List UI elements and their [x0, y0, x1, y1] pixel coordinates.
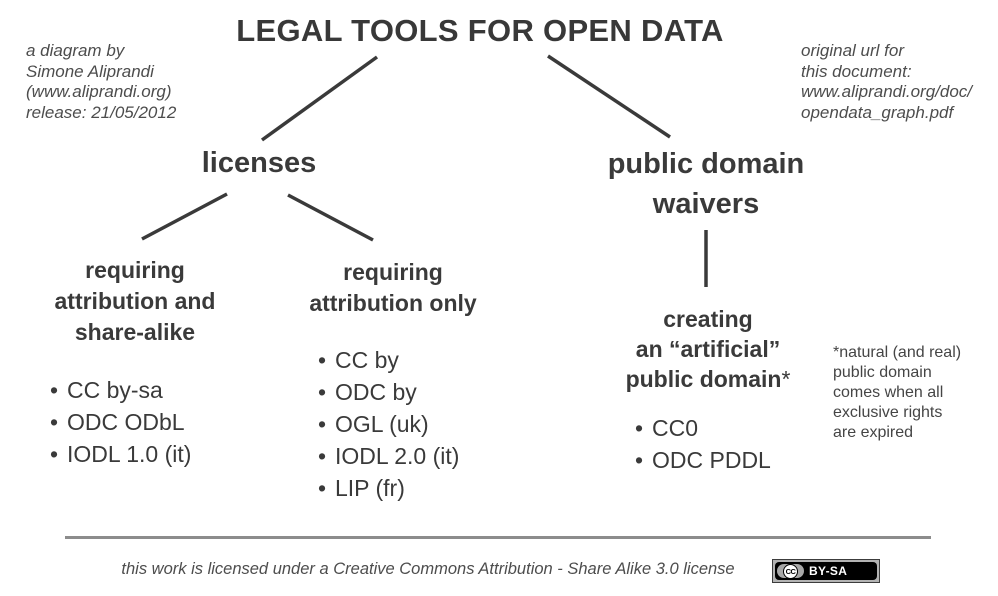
- source-url-note: original url for this document: www.alip…: [801, 41, 972, 123]
- separator-line: [65, 536, 931, 539]
- list-item: • CC by: [318, 344, 459, 376]
- license-name: CC by: [335, 347, 399, 373]
- list-item: • CC by-sa: [50, 374, 191, 406]
- list-item: • CC0: [635, 412, 771, 444]
- bullet-icon: •: [635, 415, 644, 441]
- footnote-asterisk: *: [781, 366, 791, 392]
- license-list-share-alike: • CC by-sa • ODC ODbL • IODL 1.0 (it): [50, 374, 191, 470]
- node-public-domain-waivers: public domain waivers: [566, 144, 846, 224]
- list-item: • IODL 2.0 (it): [318, 440, 459, 472]
- license-list-attribution-only: •CC by •ODC by •OGL (uk) •IODL 2.0 (it) …: [318, 344, 459, 504]
- footer-license-text: this work is licensed under a Creative C…: [121, 560, 735, 578]
- natural-public-domain-footnote: *natural (and real) public domain comes …: [833, 343, 961, 443]
- license-name: CC0: [652, 415, 699, 441]
- credit-line: Simone Aliprandi: [26, 61, 154, 81]
- cc-logo-icon: CC: [783, 563, 798, 579]
- list-item: • IODL 1.0 (it): [50, 438, 191, 470]
- bullet-icon: •: [635, 447, 644, 473]
- heading-line: requiring: [85, 257, 185, 283]
- heading-line: attribution and: [54, 288, 216, 314]
- heading-line: creating: [663, 306, 753, 332]
- bullet-icon: •: [318, 379, 327, 405]
- branch-heading-artificial-public-domain: creating an “artificial” public domain*: [583, 304, 833, 394]
- license-name: ODC PDDL: [652, 447, 771, 473]
- source-line: opendata_graph.pdf: [801, 102, 954, 122]
- cc-by-sa-badge[interactable]: CC BY-SA: [772, 559, 880, 583]
- node-licenses: licenses: [201, 147, 317, 179]
- list-item: • LIP (fr): [318, 472, 459, 504]
- badge-label: BY-SA: [809, 564, 848, 578]
- license-name: OGL (uk): [335, 411, 429, 437]
- footnote-line: comes when all: [833, 384, 944, 401]
- list-item: • OGL (uk): [318, 408, 459, 440]
- footnote-line: are expired: [833, 424, 914, 441]
- bullet-icon: •: [50, 409, 59, 435]
- credit-note: a diagram by Simone Aliprandi (www.alipr…: [26, 41, 176, 123]
- cc-logo-pill: CC: [777, 563, 804, 579]
- bullet-icon: •: [318, 347, 327, 373]
- license-name: ODC ODbL: [67, 409, 185, 435]
- bullet-icon: •: [318, 443, 327, 469]
- node-waivers-line: public domain: [607, 148, 805, 180]
- license-name: IODL 1.0 (it): [67, 441, 192, 467]
- license-name: CC by-sa: [67, 377, 163, 403]
- license-name: IODL 2.0 (it): [335, 443, 460, 469]
- heading-line: share-alike: [74, 319, 196, 345]
- footnote-line: public domain: [833, 364, 932, 381]
- connector-title-licenses: [260, 55, 379, 142]
- connector-title-waivers: [547, 54, 671, 139]
- connector-licenses-attribution-only: [287, 193, 374, 242]
- diagram-title: LEGAL TOOLS FOR OPEN DATA: [236, 13, 724, 48]
- bullet-icon: •: [50, 377, 59, 403]
- license-list-artificial-public-domain: • CC0 • ODC PDDL: [635, 412, 771, 476]
- branch-heading-attribution-only: requiring attribution only: [268, 257, 518, 319]
- list-item: • ODC ODbL: [50, 406, 191, 438]
- footnote-line: exclusive rights: [833, 404, 943, 421]
- heading-line: requiring: [343, 259, 443, 285]
- bullet-icon: •: [318, 475, 327, 501]
- connector-licenses-share-alike: [141, 192, 228, 241]
- credit-line: a diagram by: [26, 41, 125, 60]
- footnote-line: *natural (and real): [833, 344, 962, 361]
- heading-line: public domain*: [625, 366, 791, 392]
- source-line: original url for: [801, 41, 904, 60]
- credit-line: (www.aliprandi.org): [26, 82, 172, 101]
- cc-badge-inner: CC BY-SA: [775, 562, 877, 580]
- heading-line: an “artificial”: [635, 336, 781, 362]
- source-line: this document:: [801, 61, 912, 81]
- bullet-icon: •: [318, 411, 327, 437]
- heading-line: attribution only: [309, 290, 477, 316]
- bullet-icon: •: [50, 441, 59, 467]
- source-line: www.aliprandi.org/doc/: [801, 82, 973, 101]
- list-item: • ODC PDDL: [635, 444, 771, 476]
- node-waivers-line: waivers: [652, 188, 760, 220]
- credit-line: release: 21/05/2012: [26, 102, 177, 122]
- license-name: ODC by: [335, 379, 417, 405]
- list-item: • ODC by: [318, 376, 459, 408]
- license-name: LIP (fr): [335, 475, 405, 501]
- branch-heading-share-alike: requiring attribution and share-alike: [10, 255, 260, 348]
